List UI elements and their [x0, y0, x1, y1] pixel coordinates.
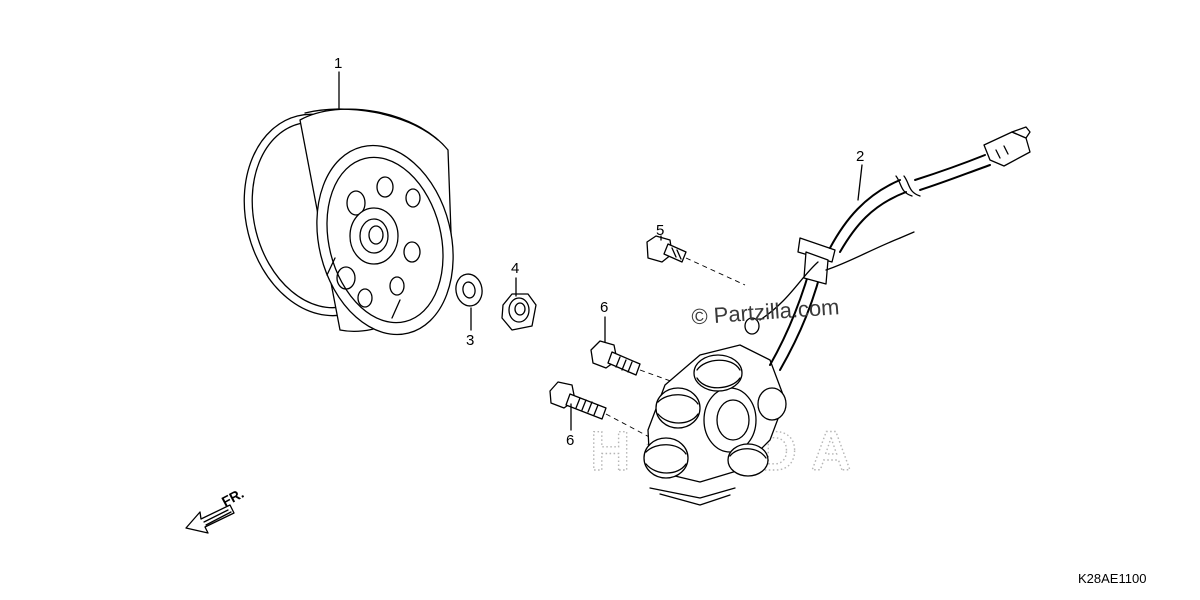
stator-coil — [757, 387, 787, 421]
stator-coil — [727, 443, 769, 477]
bolt-6-lower[interactable] — [549, 381, 607, 420]
stator-coil — [643, 437, 689, 479]
watermark-text: © Partzilla.com — [691, 294, 841, 329]
stator-coil — [693, 354, 743, 392]
diagram-code: K28AE1100 — [1078, 571, 1146, 586]
flange-nut[interactable] — [501, 293, 537, 331]
bolt-6-upper[interactable] — [590, 340, 641, 376]
callout-1: 1 — [334, 55, 342, 72]
flywheel-rotor[interactable] — [224, 98, 473, 349]
watermark: © Partzilla.com — [691, 294, 841, 329]
assembly-lines — [605, 257, 746, 441]
callout-6-lower: 6 — [566, 432, 574, 449]
washer[interactable] — [453, 272, 484, 308]
callout-3: 3 — [466, 332, 474, 349]
callout-6-upper: 6 — [600, 299, 608, 316]
callout-5: 5 — [656, 222, 664, 239]
leader-lines — [338, 71, 863, 431]
direction-label: FR. — [219, 485, 246, 510]
callout-4: 4 — [511, 260, 519, 277]
stator-coil — [655, 387, 701, 429]
front-direction-arrow: FR. — [185, 485, 246, 534]
stator-assembly[interactable] — [643, 126, 1031, 506]
bolt-5[interactable] — [646, 235, 687, 263]
callout-2: 2 — [856, 148, 864, 165]
